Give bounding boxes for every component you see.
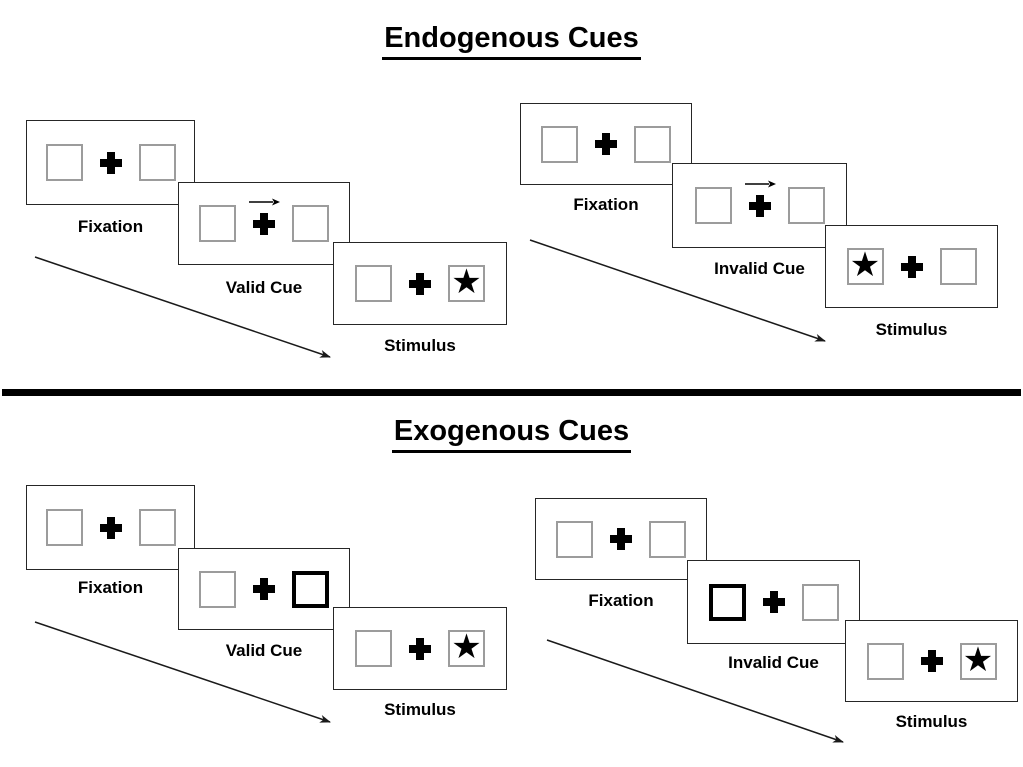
step-label: Stimulus [895,712,968,731]
fixation-cross-icon [249,198,280,235]
step-label: Fixation [77,578,144,597]
step-label: Valid Cue [225,278,303,297]
panel-stimulus: ★ [333,242,507,325]
step-label: Stimulus [875,320,948,339]
fixation-cross-icon [900,255,923,278]
target-box: ★ [959,639,997,680]
placeholder-box [355,265,392,302]
step-label: Fixation [77,217,144,236]
placeholder-box [634,125,671,163]
placeholder-box [866,642,904,680]
fixation-cross-icon [610,528,632,550]
panel-fixation [520,103,692,185]
cue-box-highlighted [708,583,746,621]
placeholder-box [199,570,236,608]
fixation-cross-icon [99,516,122,539]
panel-invalid-cue [672,163,847,248]
target-box: ★ [448,265,485,302]
star-icon: ★ [962,639,994,680]
placeholder-box [694,187,732,224]
placeholder-box [138,144,176,181]
step-label: Fixation [588,591,654,610]
placeholder-box [801,583,839,621]
fixation-cross-icon [744,180,776,217]
panel-invalid-cue [687,560,860,644]
panel-stimulus: ★ [333,607,507,690]
section-title-endogenous: Endogenous Cues [0,22,1023,61]
timeline-arrow [529,239,826,342]
placeholder-box [45,509,83,546]
timeline-arrow [34,256,331,358]
target-box: ★ [846,245,884,285]
panel-valid-cue [178,182,350,265]
panel-valid-cue [178,548,350,630]
step-label: Invalid Cue [728,653,819,672]
fixation-cross-icon [595,133,617,155]
step-label: Fixation [573,195,639,214]
timeline-arrow [34,621,331,723]
star-icon: ★ [451,262,482,302]
placeholder-box [45,144,83,181]
section-title-text: Exogenous Cues [391,415,632,454]
placeholder-box [649,520,686,558]
placeholder-box [199,205,236,242]
placeholder-box [556,520,593,558]
placeholder-box [292,205,329,242]
panel-stimulus: ★ [825,225,998,308]
section-title-text: Endogenous Cues [382,22,641,61]
section-title-exogenous: Exogenous Cues [0,415,1023,454]
fixation-cross-icon [409,272,431,295]
target-box: ★ [448,630,485,667]
panel-stimulus: ★ [845,620,1018,702]
star-icon: ★ [849,245,881,285]
fixation-cross-icon [99,151,122,174]
cue-arrow-right-icon [744,180,776,187]
fixation-cross-icon [409,637,431,660]
fixation-cross-icon [253,578,275,600]
placeholder-box [355,630,392,667]
placeholder-box [541,125,578,163]
panel-fixation [26,120,195,205]
placeholder-box [939,248,977,285]
step-label: Stimulus [384,700,456,719]
section-divider [2,389,1021,396]
cue-box-highlighted [292,570,329,608]
placeholder-box [787,187,825,224]
step-label: Invalid Cue [714,259,805,278]
step-label: Stimulus [384,336,456,355]
placeholder-box [138,509,176,546]
panel-fixation [26,485,195,570]
star-icon: ★ [451,627,482,667]
panel-fixation [535,498,707,580]
fixation-cross-icon [920,650,943,672]
cue-arrow-right-icon [249,198,280,205]
fixation-cross-icon [762,591,785,613]
step-label: Valid Cue [225,641,303,660]
